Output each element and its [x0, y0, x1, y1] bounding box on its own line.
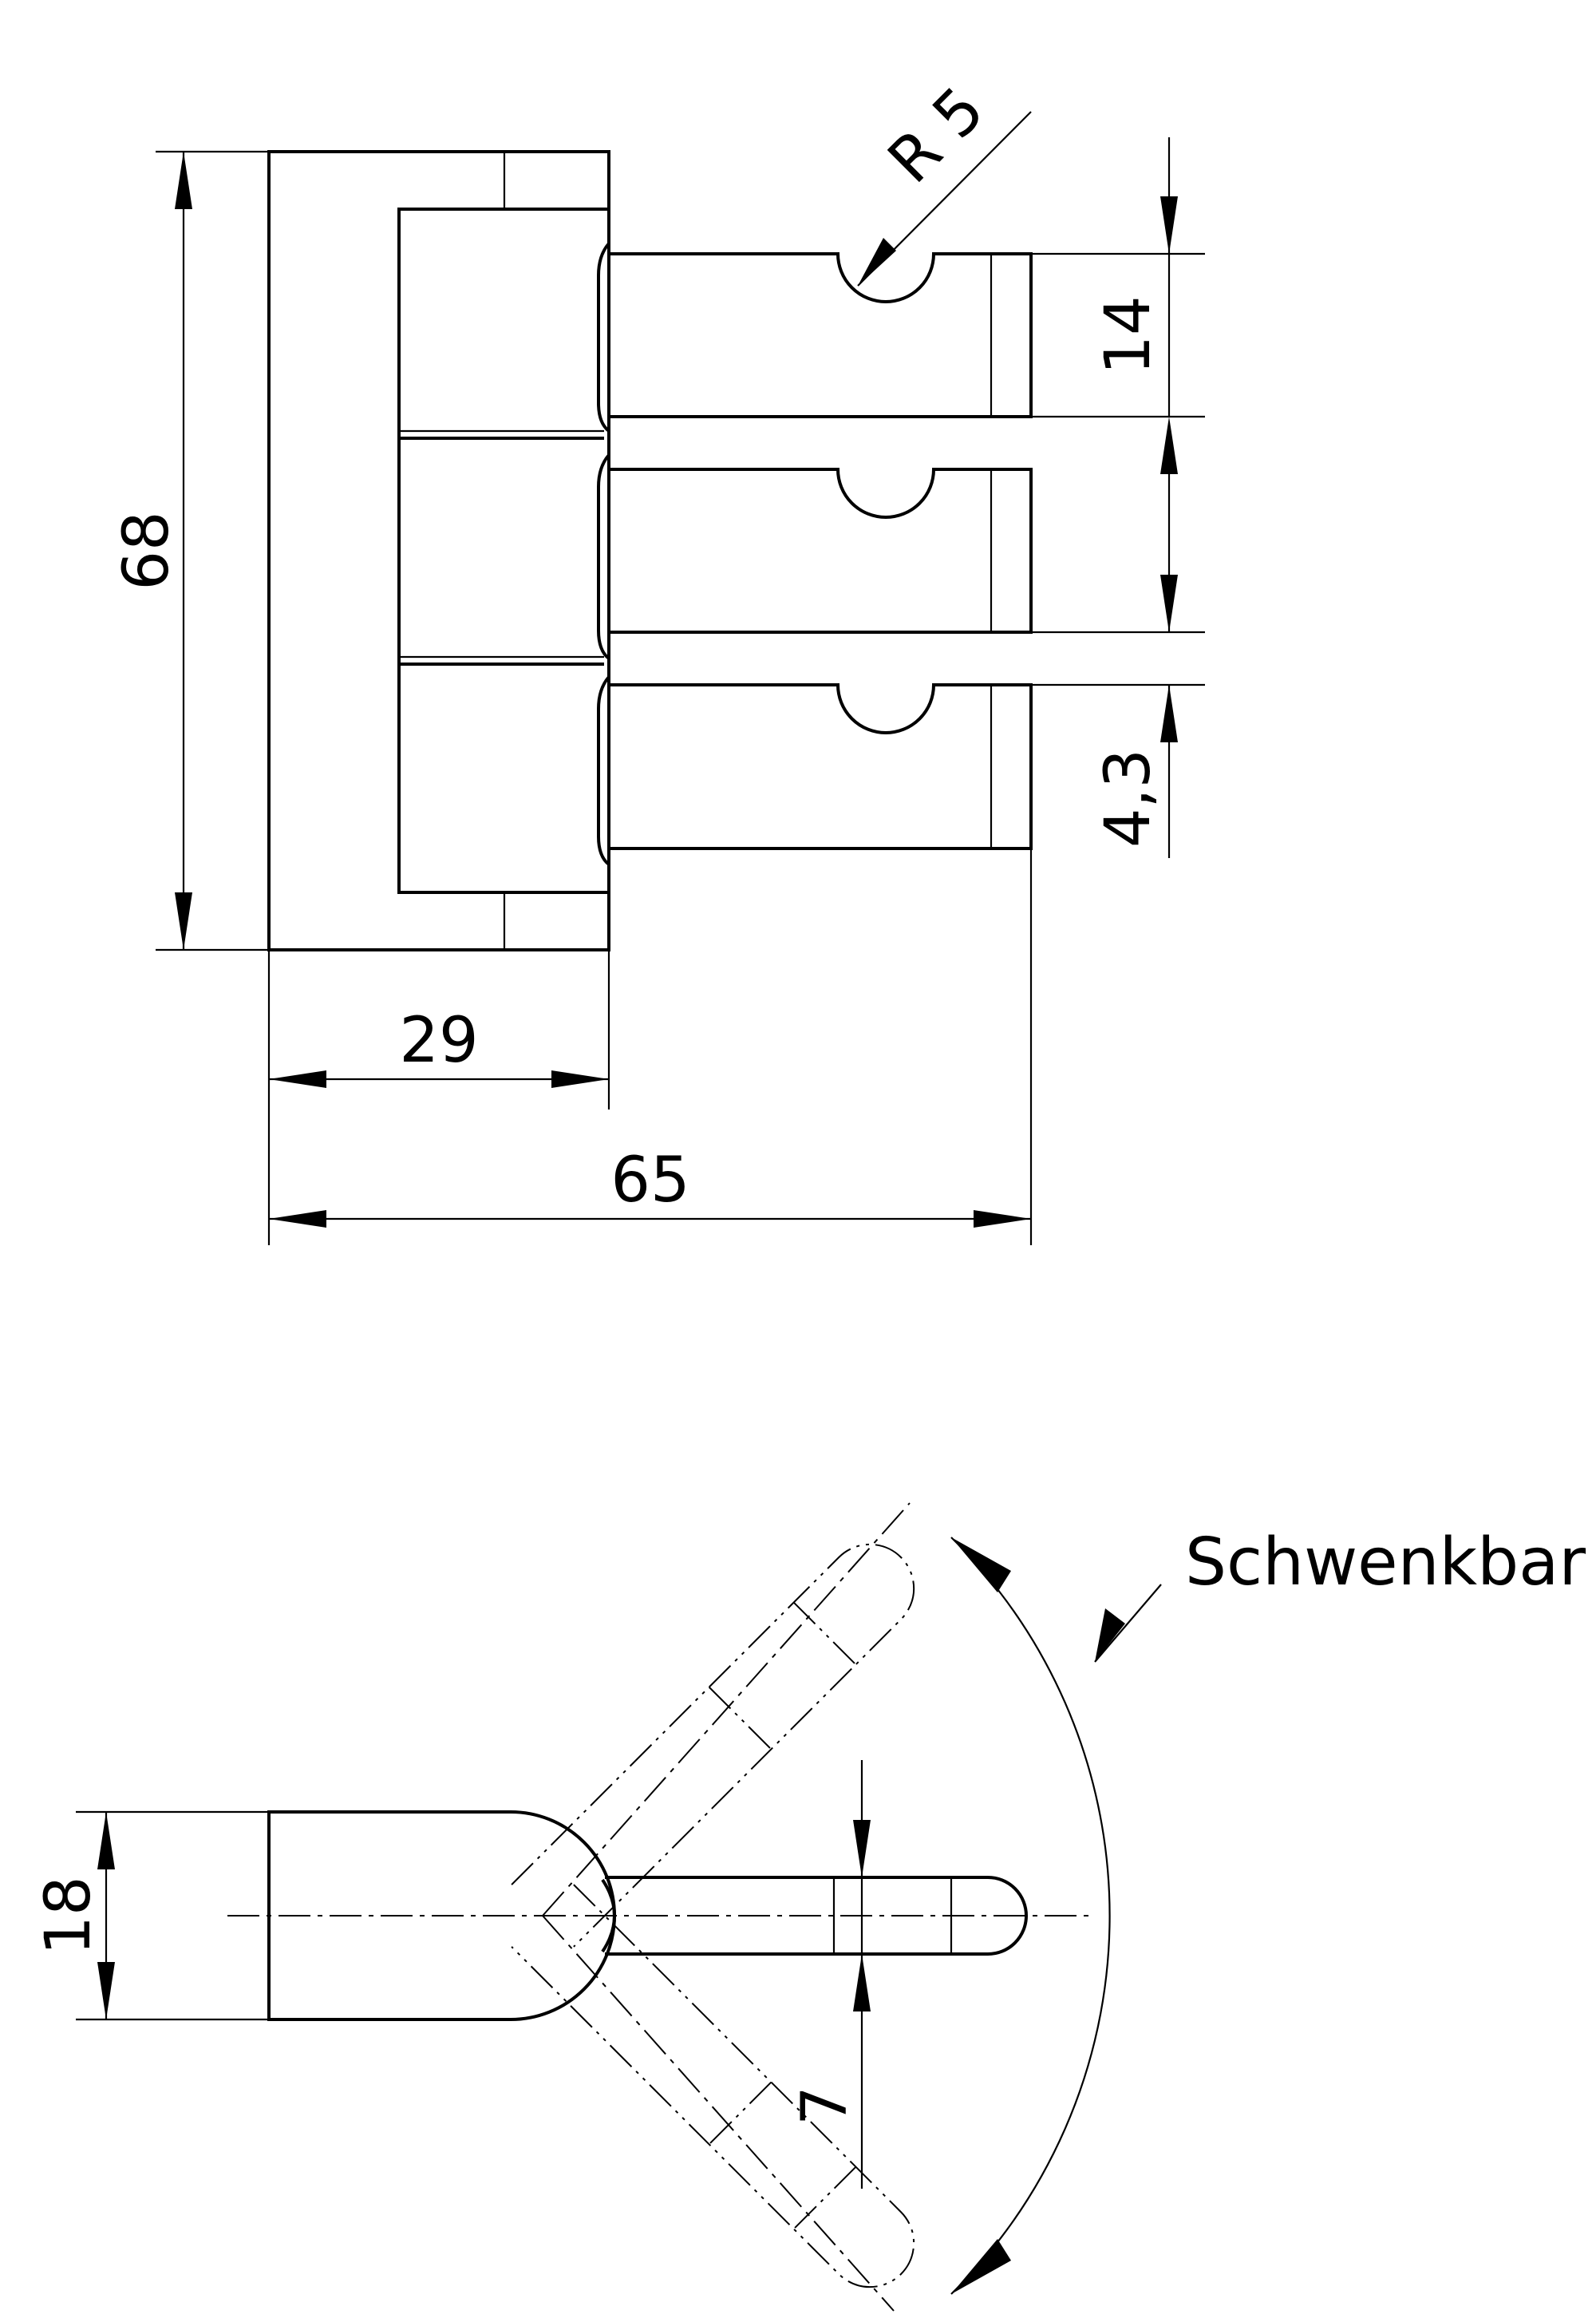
finger-1: [609, 252, 1033, 418]
swivel-leader: [1094, 1584, 1162, 1663]
dim-finger-height: 14: [1031, 137, 1205, 632]
dim-text-height-total: 68: [111, 511, 183, 590]
finger-3: [609, 683, 1033, 850]
finger-side: [605, 1876, 1028, 1956]
dim-text-side-height: 18: [33, 1876, 105, 1955]
dim-text-finger-height: 14: [1092, 295, 1164, 374]
finger-root-curve: [601, 1878, 616, 1953]
dim-text-gap: 4,3: [1092, 749, 1164, 848]
side-view: [227, 1502, 1093, 2312]
swivel-arrow-bottom: [951, 2239, 1011, 2294]
dim-gap: 4,3: [1031, 575, 1205, 858]
swivel-label: Schwenkbar: [1185, 1525, 1586, 1600]
dim-text-radius: R 5: [875, 73, 998, 197]
dim-side-height: 18: [33, 1810, 269, 2021]
centerline-upper: [542, 1502, 911, 1917]
dim-height-total: 68: [111, 150, 269, 951]
dim-text-width-total: 65: [610, 1145, 689, 1216]
finger-3-outline: [597, 675, 610, 866]
finger-2-outline: [597, 453, 610, 660]
finger-2: [609, 468, 1033, 634]
finger-1-outline: [597, 239, 610, 435]
swivel-annotation: Schwenkbar: [950, 1525, 1586, 2295]
phantom-finger-lower: [511, 1884, 915, 2288]
dim-text-width-plate: 29: [399, 1005, 478, 1077]
phantom-finger-upper: [511, 1543, 915, 1948]
front-view: [267, 150, 1033, 951]
swivel-arrow-top: [951, 1537, 1011, 1592]
dim-width-total: 65: [269, 848, 1033, 1245]
base-plate-outline: [267, 150, 610, 951]
dim-text-finger-width: 7: [789, 2086, 861, 2126]
dim-width-plate: 29: [267, 950, 610, 1245]
dim-finger-width: 7: [789, 1760, 871, 2189]
swivel-arc: [950, 1537, 1111, 2295]
centerline-lower: [542, 1915, 895, 2312]
